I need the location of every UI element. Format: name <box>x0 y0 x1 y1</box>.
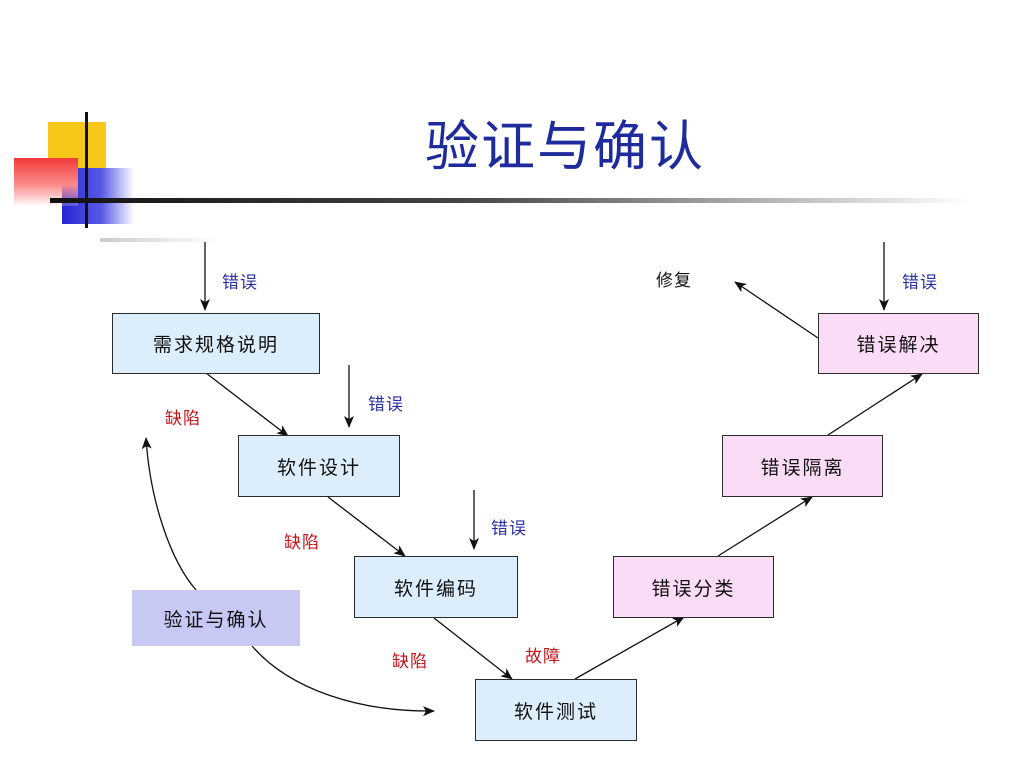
error-classify-box: 错误分类 <box>613 556 774 618</box>
design-box: 软件设计 <box>238 435 400 497</box>
error-label-4: 错误 <box>902 273 938 293</box>
flow-arrow-classify-isolate <box>717 496 813 557</box>
title-underline <box>50 198 970 203</box>
testing-box: 软件测试 <box>475 679 637 741</box>
flow-arrow-resolve-repair <box>734 281 819 339</box>
defect-label-1: 缺陷 <box>165 409 201 429</box>
page-title: 验证与确认 <box>425 115 705 178</box>
fault-label: 故障 <box>525 647 561 667</box>
requirements-box: 需求规格说明 <box>112 313 320 374</box>
flow-arrow-req-design <box>205 372 289 437</box>
vv-curve-up <box>141 437 197 591</box>
error-resolve-box: 错误解决 <box>818 313 979 374</box>
error-label-1: 错误 <box>222 273 258 293</box>
repair-label: 修复 <box>656 271 692 291</box>
flow-arrow-testing-classify <box>574 616 685 680</box>
corner-vertical-line <box>85 112 88 228</box>
defect-label-3: 缺陷 <box>392 652 428 672</box>
defect-label-2: 缺陷 <box>284 533 320 553</box>
error-label-3: 错误 <box>491 519 527 539</box>
vv-curve-down <box>251 645 435 717</box>
flow-arrow-coding-testing <box>433 617 513 680</box>
flow-arrow-isolate-resolve <box>827 373 923 436</box>
error-isolate-box: 错误隔离 <box>722 435 883 497</box>
vv-box: 验证与确认 <box>132 590 300 646</box>
error-label-2: 错误 <box>368 395 404 415</box>
coding-box: 软件编码 <box>354 556 518 618</box>
title-underline-shadow <box>100 238 220 242</box>
flow-arrow-design-coding <box>327 496 406 557</box>
